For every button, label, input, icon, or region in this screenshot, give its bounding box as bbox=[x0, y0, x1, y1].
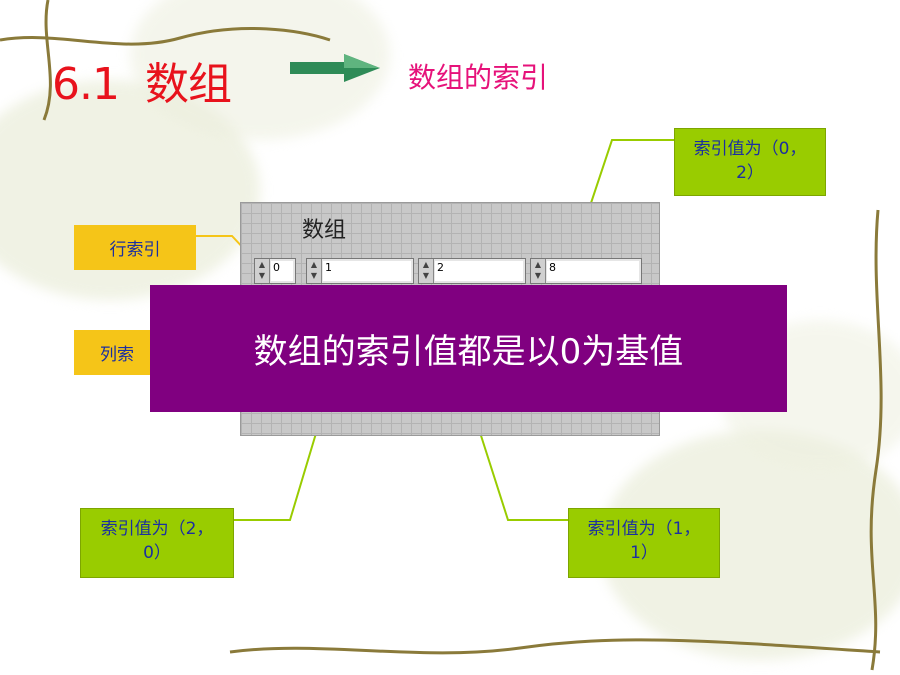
right-arrow-icon bbox=[290, 54, 380, 82]
note-line: 1） bbox=[630, 543, 658, 563]
col-index-label: 列索 bbox=[74, 330, 154, 375]
spinner-icon[interactable]: ▲▼ bbox=[531, 259, 546, 283]
array-element[interactable]: ▲▼ 2 bbox=[418, 258, 526, 284]
array-element-value[interactable]: 8 bbox=[547, 261, 639, 281]
title-number: 6.1 bbox=[52, 59, 120, 110]
note-line: 0） bbox=[143, 543, 171, 563]
subtitle: 数组的索引 bbox=[408, 61, 549, 94]
spinner-icon[interactable]: ▲▼ bbox=[419, 259, 434, 283]
slide-title: 6.1 数组 bbox=[52, 48, 232, 112]
note-line: 2） bbox=[736, 163, 764, 183]
note-line: 索引值为（1， bbox=[587, 519, 701, 539]
title-text: 数组 bbox=[144, 59, 232, 110]
note-line: 索引值为（0， bbox=[693, 139, 807, 159]
note-line: 索引值为（2， bbox=[100, 519, 214, 539]
note-top-right: 索引值为（0， 2） bbox=[674, 128, 826, 196]
array-element[interactable]: ▲▼ 8 bbox=[530, 258, 642, 284]
note-bottom-left: 索引值为（2， 0） bbox=[80, 508, 234, 578]
note-bottom-right: 索引值为（1， 1） bbox=[568, 508, 720, 578]
row-index-control[interactable]: ▲▼ 0 bbox=[254, 258, 296, 284]
spinner-icon[interactable]: ▲▼ bbox=[255, 259, 270, 283]
array-element[interactable]: ▲▼ 1 bbox=[306, 258, 414, 284]
row-index-label: 行索引 bbox=[74, 225, 196, 270]
spinner-icon[interactable]: ▲▼ bbox=[307, 259, 322, 283]
array-label: 数组 bbox=[302, 218, 347, 243]
callout-overlay: 数组的索引值都是以0为基值 bbox=[150, 285, 787, 412]
row-index-value[interactable]: 0 bbox=[271, 261, 293, 281]
array-element-value[interactable]: 2 bbox=[435, 261, 523, 281]
array-element-value[interactable]: 1 bbox=[323, 261, 411, 281]
